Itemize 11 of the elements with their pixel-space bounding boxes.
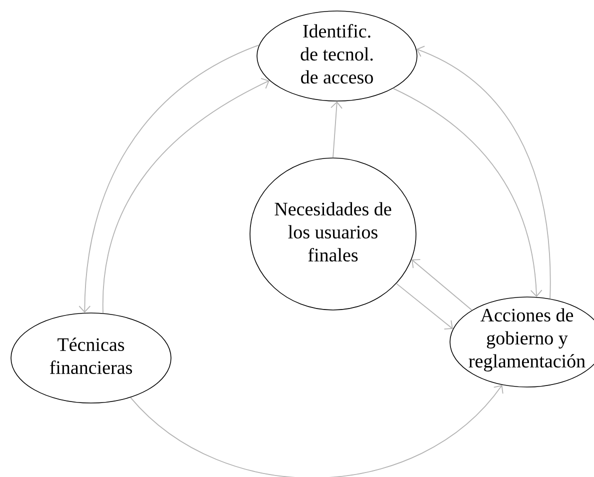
arrow bbox=[78, 44, 260, 313]
arrow bbox=[412, 259, 472, 311]
arrow bbox=[102, 78, 270, 314]
ellipse-node: Identific. de tecnol. de acceso bbox=[256, 10, 418, 102]
arrow bbox=[416, 46, 551, 300]
ellipse-node: Técnicas financieras bbox=[10, 312, 172, 404]
arrow bbox=[392, 88, 542, 297]
ellipse-node: Necesidades de los usuarios finales bbox=[250, 158, 416, 310]
arrow bbox=[330, 101, 342, 158]
arrow bbox=[396, 283, 453, 330]
arrow bbox=[130, 385, 504, 477]
